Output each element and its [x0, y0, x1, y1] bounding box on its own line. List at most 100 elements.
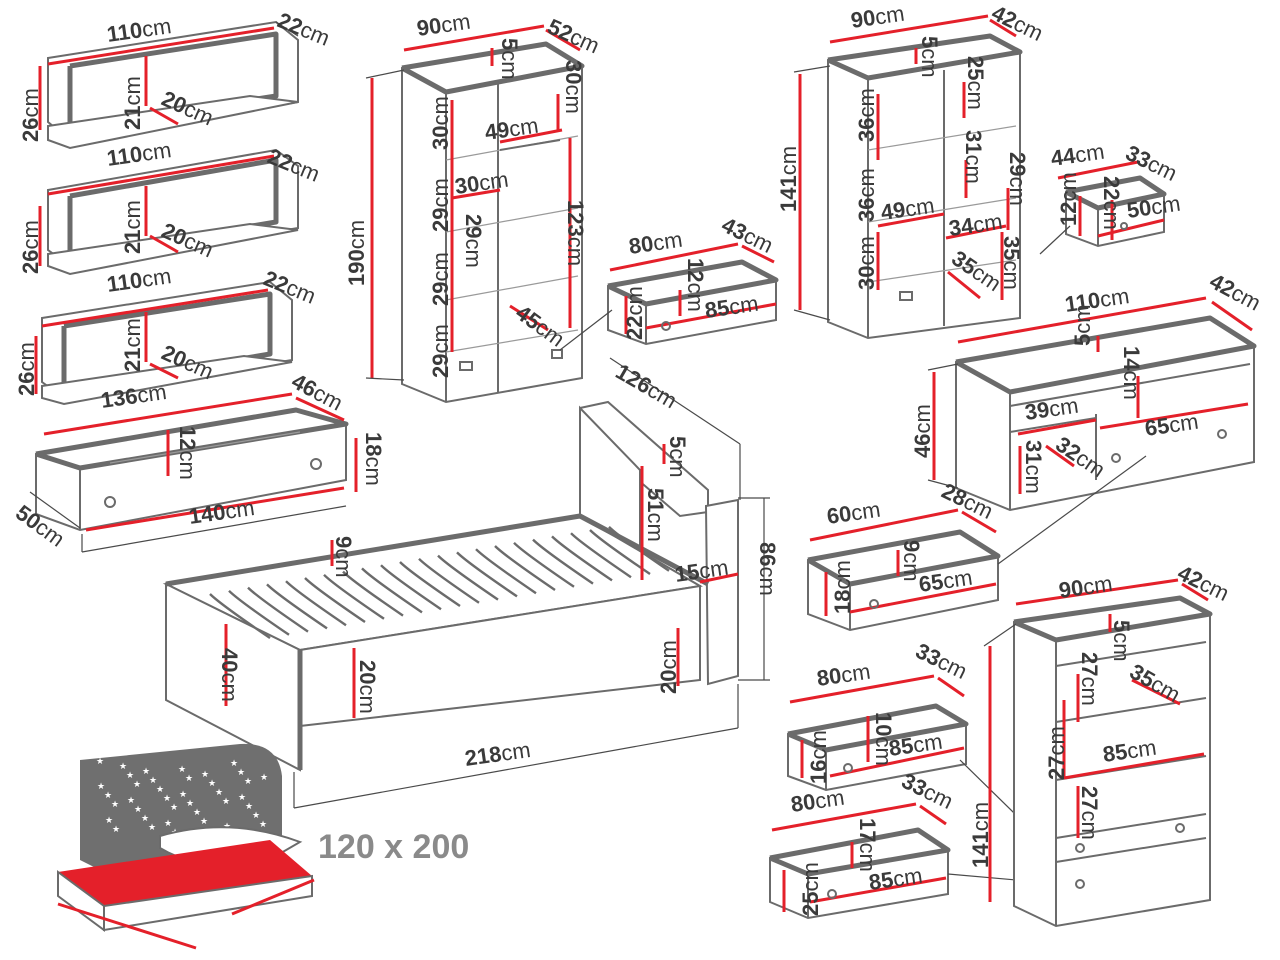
dimension-value: 20 [355, 660, 380, 684]
bed-slat [380, 564, 442, 611]
bed-slat [418, 557, 480, 604]
star-icon: ★ [126, 771, 134, 781]
dimension-bed-side_board: 15cm [673, 555, 730, 587]
dimension-value: 14 [1119, 346, 1144, 371]
dimension-value: 12 [683, 258, 708, 282]
dimension-small_drawer-length: 50cm [1125, 191, 1182, 223]
star-icon: ★ [156, 785, 164, 795]
dimension-unit: cm [873, 1, 906, 30]
bed-slat [456, 551, 518, 598]
dimension-unit: cm [651, 227, 684, 256]
dimension-tv_cabinet-shelf_31: 31cm [1021, 440, 1046, 494]
dimension-value: 20 [656, 670, 681, 694]
dimension-unit: cm [727, 291, 760, 320]
dimension-unit: cm [561, 84, 586, 113]
dimension-small_drawer-width: 44cm [1049, 139, 1106, 171]
dimension-value: 21 [120, 230, 145, 254]
dimension-value: 49 [879, 197, 907, 225]
dimension-bookcase-shelf_27a: 27cm [1077, 652, 1102, 706]
dimension-drawer_60_28-inner_width: 65cm [917, 565, 974, 597]
dimension-value: 85 [703, 295, 731, 323]
dimension-value: 123 [563, 200, 588, 237]
dimension-unit: cm [656, 640, 681, 669]
dimension-value: 90 [415, 13, 443, 41]
dimension-shelves-2-width: 110cm [105, 263, 173, 297]
dimension-unit: cm [1047, 393, 1080, 422]
bookcase [983, 578, 1213, 928]
dimension-unit: cm [665, 448, 690, 477]
star-icon: ★ [96, 757, 104, 767]
dimension-unit: cm [120, 200, 145, 229]
dimension-value: 36 [854, 198, 879, 222]
dimension-shelves-0-width: 110cm [105, 13, 173, 47]
dimension-tv_cabinet-top: 5cm [1070, 304, 1095, 346]
dimension-value: 85 [887, 733, 915, 761]
dimension-bookcase-shelf_27b: 27cm [1077, 786, 1102, 840]
dimension-bed-side_height: 40cm [217, 648, 242, 702]
dimension-unit: cm [18, 220, 43, 249]
dimension-wardrobe_141-left_36a: 36cm [854, 88, 879, 142]
bed-slat [323, 573, 385, 620]
dimension-unit: cm [891, 863, 924, 892]
dimension-wardrobe_tall-compartment_4: 29cm [428, 252, 453, 306]
star-icon: ★ [178, 765, 186, 775]
dimension-drawer_60_28-height: 18cm [830, 560, 855, 614]
dimension-unit: cm [140, 263, 173, 292]
wall-shelf-2 [38, 148, 299, 276]
bed-slat [532, 538, 594, 585]
dimension-value: 34 [947, 213, 975, 241]
dimension-unit: cm [917, 48, 942, 77]
dimension-unit: cm [999, 260, 1024, 289]
bed [162, 357, 770, 809]
dimension-drawer_80_33_b-inner_width: 85cm [867, 863, 924, 895]
dimension-unit: cm [507, 113, 540, 142]
star-icon: ★ [260, 773, 268, 783]
dimension-value: 5 [917, 36, 942, 48]
dimension-unit: cm [1056, 172, 1081, 201]
dimension-underbed_drawer-inner_height: 12cm [175, 426, 200, 480]
dimension-wardrobe_tall-height: 190cm [344, 220, 369, 286]
dimension-unit: cm [217, 672, 242, 701]
dimension-value: 27 [1044, 756, 1069, 780]
dimension-bed-foot_height: 20cm [656, 640, 681, 694]
dimension-unit: cm [849, 497, 882, 526]
tv-cabinet [927, 296, 1257, 512]
drawer-80x33-b [769, 802, 1063, 920]
dimension-wardrobe_141-mid_31: 31cm [961, 130, 986, 184]
bed-slat [551, 535, 613, 582]
dimension-value: 21 [120, 106, 145, 130]
bed-slat [570, 532, 632, 579]
dimension-unit: cm [1149, 191, 1182, 220]
star-icon: ★ [193, 808, 201, 818]
dimension-drawer_80_33_b-inner: 17cm [855, 818, 880, 872]
dimension-underbed_drawer-height: 18cm [361, 432, 386, 486]
dimension-wardrobe_tall-compartment_3: 29cm [461, 214, 486, 268]
dimension-unit: cm [224, 495, 257, 524]
dimension-value: 51 [643, 488, 668, 512]
dimension-unit: cm [871, 736, 896, 765]
underbed-drawer [29, 392, 358, 553]
dimension-drawer_80_43-inner: 12cm [683, 258, 708, 312]
dimension-bed-slat_gap: 9cm [331, 536, 356, 578]
star-icon: ★ [104, 791, 112, 801]
dimension-shelves-1-height: 26cm [18, 220, 43, 274]
bed-slat [247, 586, 309, 633]
dimension-bed-top_shelf: 5cm [665, 436, 690, 478]
dimension-tv_cabinet-drawer_39: 39cm [1023, 393, 1080, 425]
star-icon: ★ [252, 811, 260, 821]
star-icon: ★ [201, 770, 209, 780]
dimension-value: 90 [849, 5, 877, 33]
dimension-unit: cm [140, 137, 173, 166]
star-icon: ★ [149, 776, 157, 786]
dimension-shelves-1-inner_height: 21cm [120, 200, 145, 254]
dimension-unit: cm [854, 88, 879, 117]
dimension-value: 29 [461, 214, 486, 238]
dimension-value: 12 [1056, 202, 1081, 226]
dimension-unit: cm [971, 209, 1004, 238]
dimension-unit: cm [622, 286, 647, 315]
dimension-unit: cm [755, 566, 780, 595]
dimension-unit: cm [1044, 726, 1069, 755]
dimension-value: 29 [428, 208, 453, 232]
dimension-shelves-0-height: 26cm [18, 88, 43, 142]
dimension-wardrobe_tall-width: 90cm [415, 9, 472, 41]
